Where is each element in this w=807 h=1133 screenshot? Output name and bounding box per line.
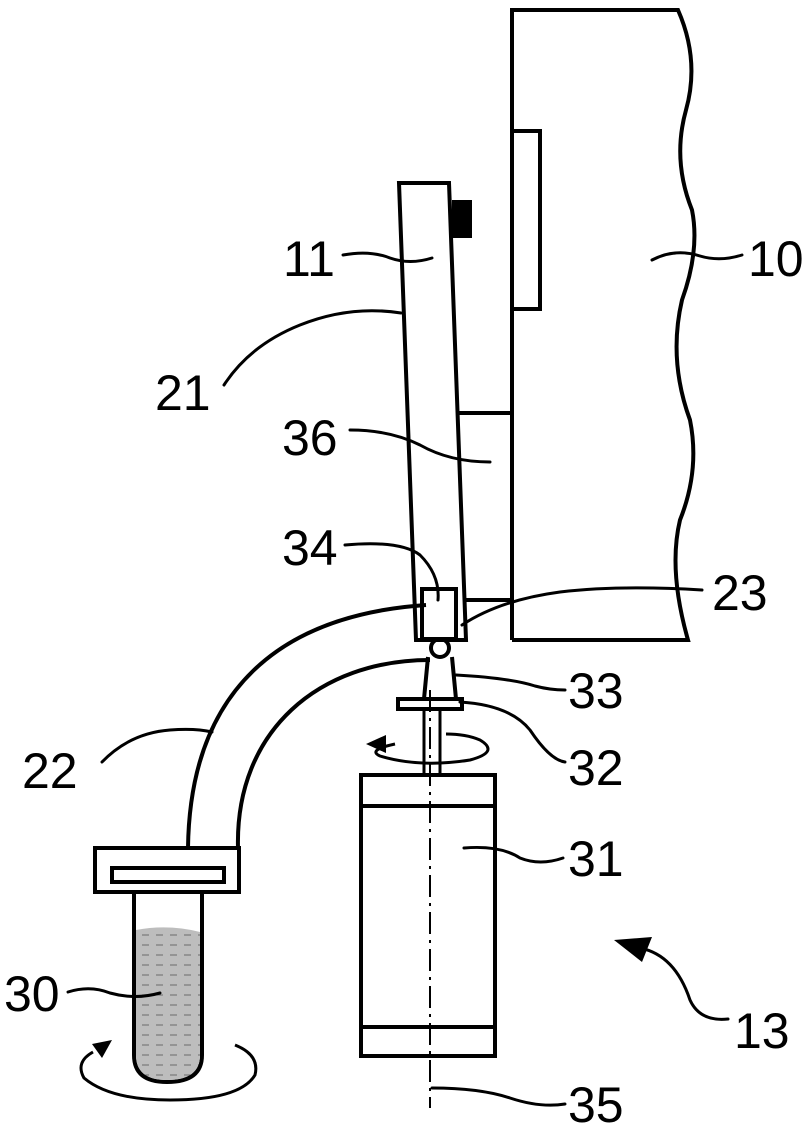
label-22: 22 xyxy=(22,743,78,799)
label-30: 30 xyxy=(4,966,60,1022)
label-13: 13 xyxy=(734,1003,790,1059)
leader-35 xyxy=(432,1088,565,1105)
label-32: 32 xyxy=(568,740,624,796)
rotation-arrow-shaft xyxy=(376,734,488,763)
leader-34 xyxy=(345,544,438,600)
tube-22-outer xyxy=(188,605,426,848)
motor-31 xyxy=(361,775,495,1056)
shaft xyxy=(424,709,440,775)
leader-36 xyxy=(350,430,490,462)
label-23: 23 xyxy=(712,565,768,621)
leader-33 xyxy=(456,675,565,690)
label-10: 10 xyxy=(748,231,804,287)
holder-ring xyxy=(112,868,224,882)
label-11: 11 xyxy=(283,231,335,287)
label-21: 21 xyxy=(155,365,211,421)
housing-10 xyxy=(512,10,694,640)
label-35: 35 xyxy=(568,1077,624,1133)
leader-23 xyxy=(462,588,702,625)
label-34: 34 xyxy=(282,520,338,576)
label-31: 31 xyxy=(568,831,624,887)
leader-21 xyxy=(224,311,401,385)
joint-33-body xyxy=(424,657,456,699)
leader-32 xyxy=(460,702,565,762)
leader-22 xyxy=(102,729,212,762)
arm-knob xyxy=(452,200,472,238)
tube-22-inner xyxy=(238,660,430,848)
housing-slot xyxy=(512,131,540,309)
leader-11 xyxy=(343,253,432,261)
leader-10 xyxy=(652,253,742,260)
support-36 xyxy=(459,413,512,600)
pointer-13-head xyxy=(614,937,652,962)
liquid xyxy=(136,927,200,1080)
label-33: 33 xyxy=(568,663,624,719)
leader-31 xyxy=(464,847,563,862)
rotation-arrowhead-tube xyxy=(92,1040,112,1058)
pointer-13 xyxy=(640,948,728,1019)
label-36: 36 xyxy=(282,410,338,466)
